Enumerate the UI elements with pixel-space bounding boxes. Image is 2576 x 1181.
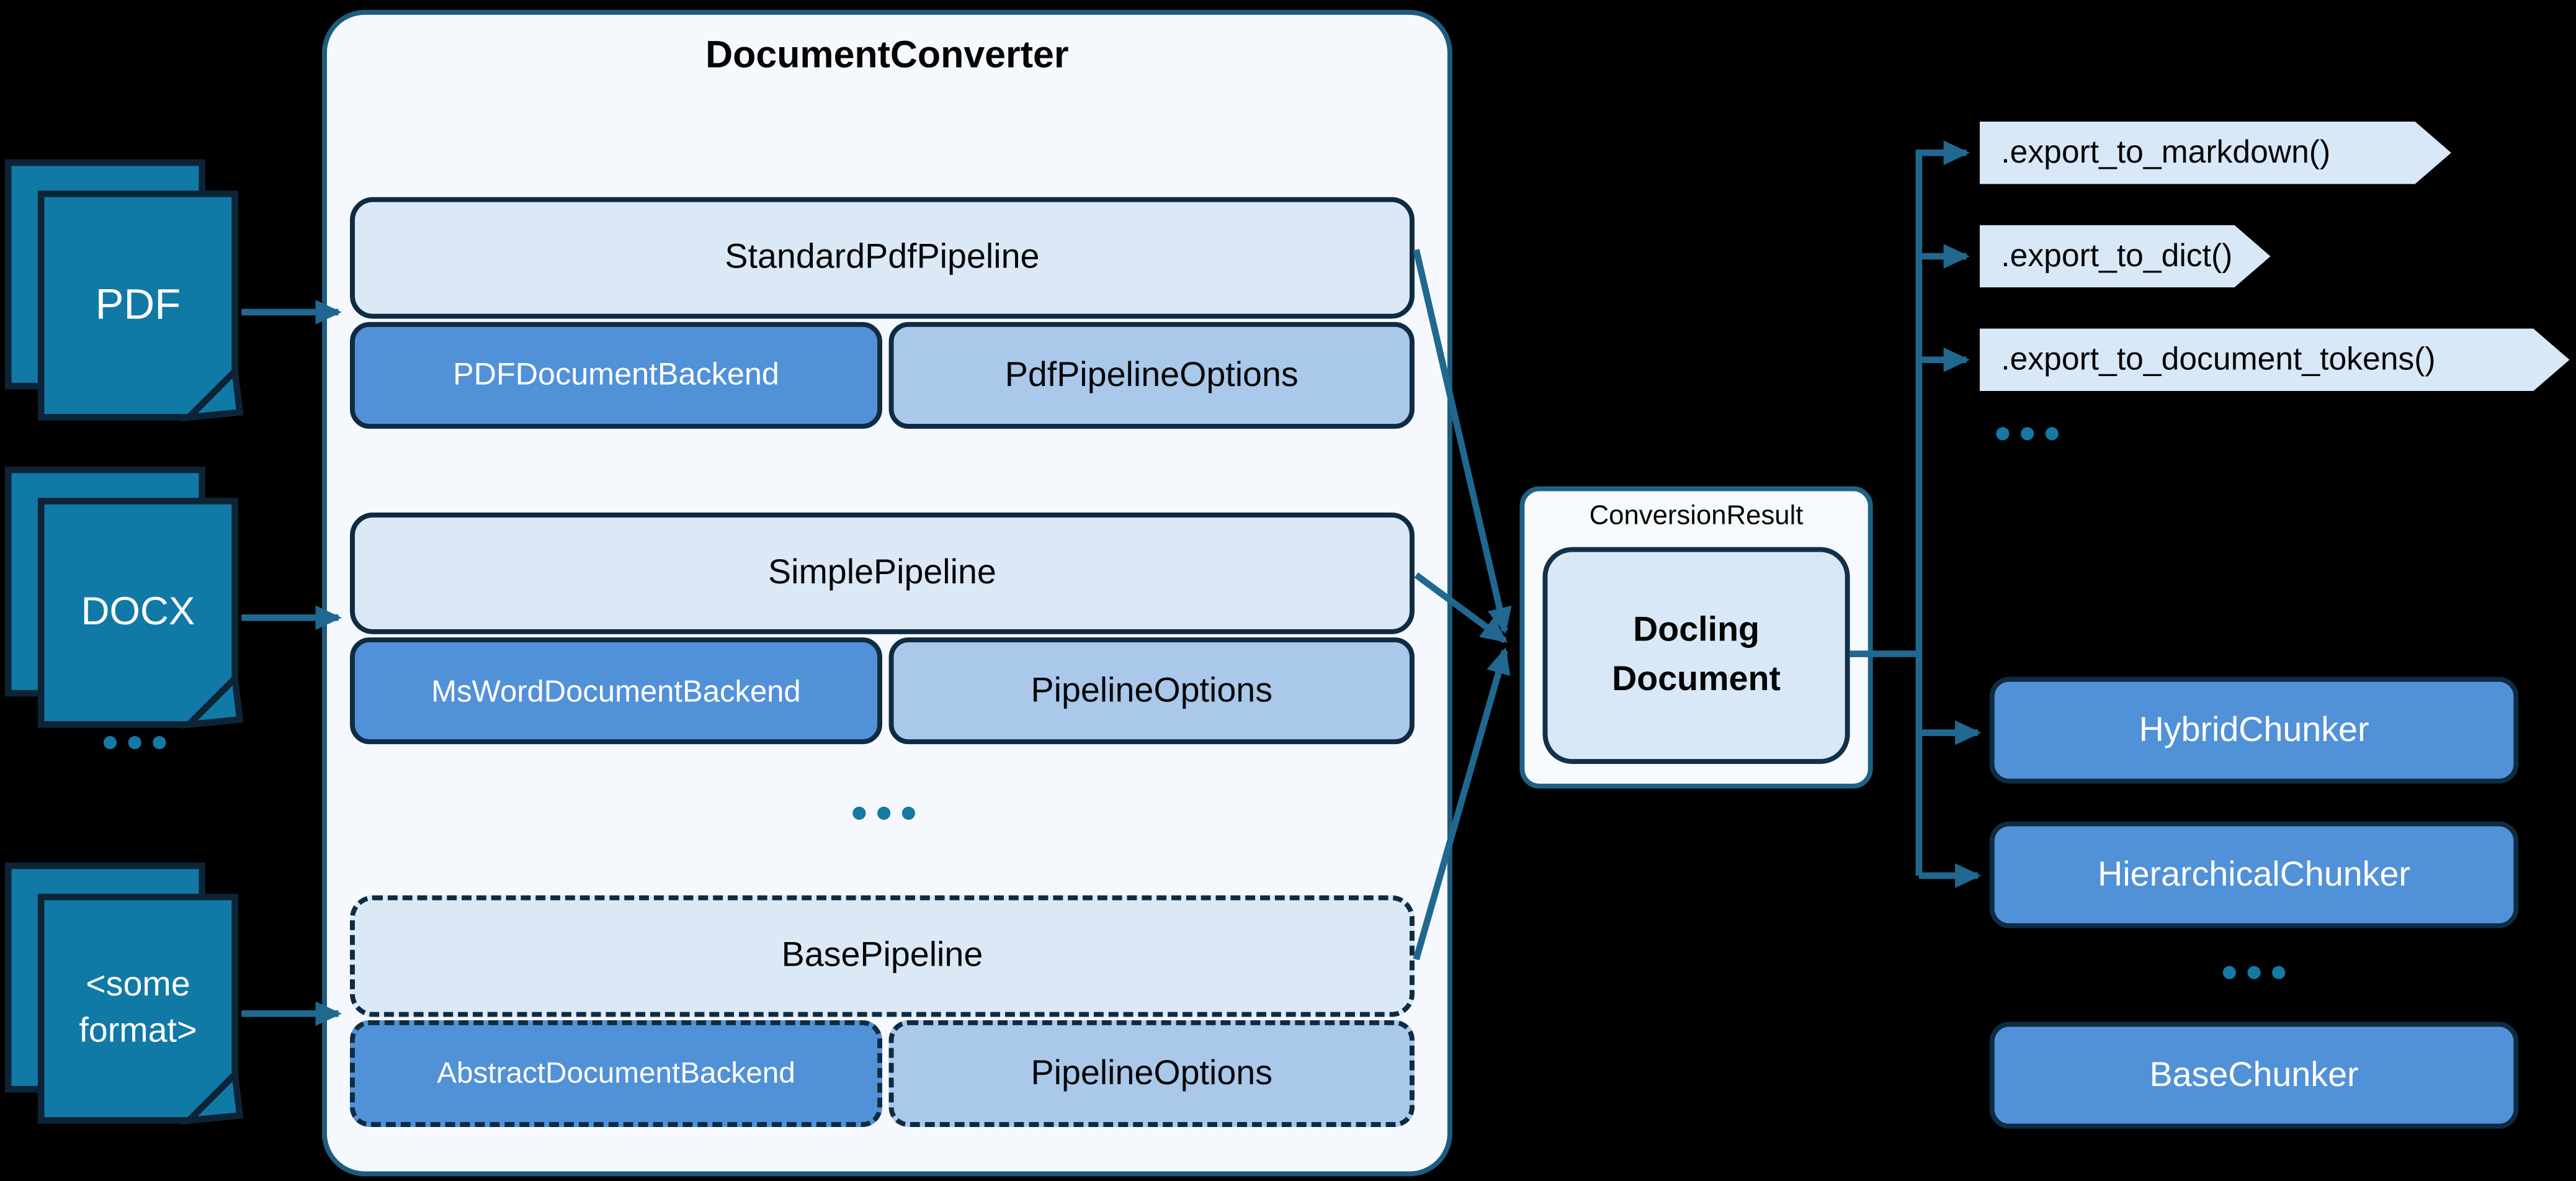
stacked-pages-icon: [4, 159, 244, 422]
docx-file-icon: DOCX: [3, 465, 244, 731]
chunkers-ellipsis: [2222, 966, 2286, 979]
pipeline-options-label: PipelineOptions: [1031, 671, 1273, 709]
hybrid-chunker-box: HybridChunker: [1989, 676, 2519, 784]
base-pipeline-label: BasePipeline: [781, 936, 983, 974]
pdf-file-icon: PDF: [3, 158, 244, 424]
pdf-pipeline-options-box: PdfPipelineOptions: [888, 321, 1415, 429]
export-to-markdown-tag: .export_to_markdown(): [1980, 122, 2451, 184]
base-chunker-box: BaseChunker: [1989, 1022, 2519, 1129]
conversion-result-label: ConversionResult: [1589, 501, 1804, 531]
stacked-pages-icon: [4, 466, 244, 729]
some-format-file-icon: <some format>: [3, 861, 244, 1127]
stacked-pages-icon: [4, 862, 244, 1125]
inputs-ellipsis: [103, 735, 166, 750]
pdf-pipeline-options-label: PdfPipelineOptions: [1004, 356, 1299, 394]
pipeline-options-box: PipelineOptions: [888, 637, 1415, 745]
export-to-dict-label: .export_to_dict(): [2001, 237, 2233, 274]
msword-document-backend-box: MsWordDocumentBackend: [350, 637, 882, 745]
base-pipeline-options-box: PipelineOptions: [888, 1020, 1415, 1127]
some-format-label: <some format>: [79, 965, 197, 1050]
simple-pipeline-label: SimplePipeline: [768, 554, 996, 591]
pipelines-ellipsis: [852, 806, 915, 820]
pdf-document-backend-box: PDFDocumentBackend: [350, 321, 882, 429]
pdf-document-backend-label: PDFDocumentBackend: [453, 357, 779, 392]
base-pipeline-box: BasePipeline: [350, 895, 1415, 1017]
hierarchical-chunker-label: HierarchicalChunker: [2098, 855, 2410, 893]
docx-label: DOCX: [81, 589, 195, 634]
docling-document-box: Docling Document: [1542, 547, 1850, 764]
msword-document-backend-label: MsWordDocumentBackend: [431, 673, 801, 707]
export-to-dict-tag: .export_to_dict(): [1980, 225, 2271, 288]
hybrid-chunker-label: HybridChunker: [2139, 710, 2369, 748]
hierarchical-chunker-box: HierarchicalChunker: [1989, 821, 2519, 928]
docling-document-label: Docling Document: [1612, 610, 1781, 699]
abstract-document-backend-box: AbstractDocumentBackend: [350, 1020, 882, 1127]
document-converter-title: DocumentConverter: [705, 32, 1069, 76]
exports-ellipsis: [1996, 427, 2059, 441]
base-pipeline-options-label: PipelineOptions: [1031, 1054, 1273, 1092]
base-chunker-label: BaseChunker: [2149, 1055, 2359, 1093]
export-to-document-tokens-tag: .export_to_document_tokens(): [1980, 328, 2570, 391]
standard-pdf-pipeline-label: StandardPdfPipeline: [725, 238, 1040, 276]
pdf-label: PDF: [95, 280, 181, 330]
simple-pipeline-box: SimplePipeline: [350, 512, 1415, 634]
export-to-document-tokens-label: .export_to_document_tokens(): [2001, 341, 2436, 377]
abstract-document-backend-label: AbstractDocumentBackend: [437, 1056, 795, 1090]
standard-pdf-pipeline-box: StandardPdfPipeline: [350, 197, 1415, 319]
export-to-markdown-label: .export_to_markdown(): [2001, 133, 2331, 170]
